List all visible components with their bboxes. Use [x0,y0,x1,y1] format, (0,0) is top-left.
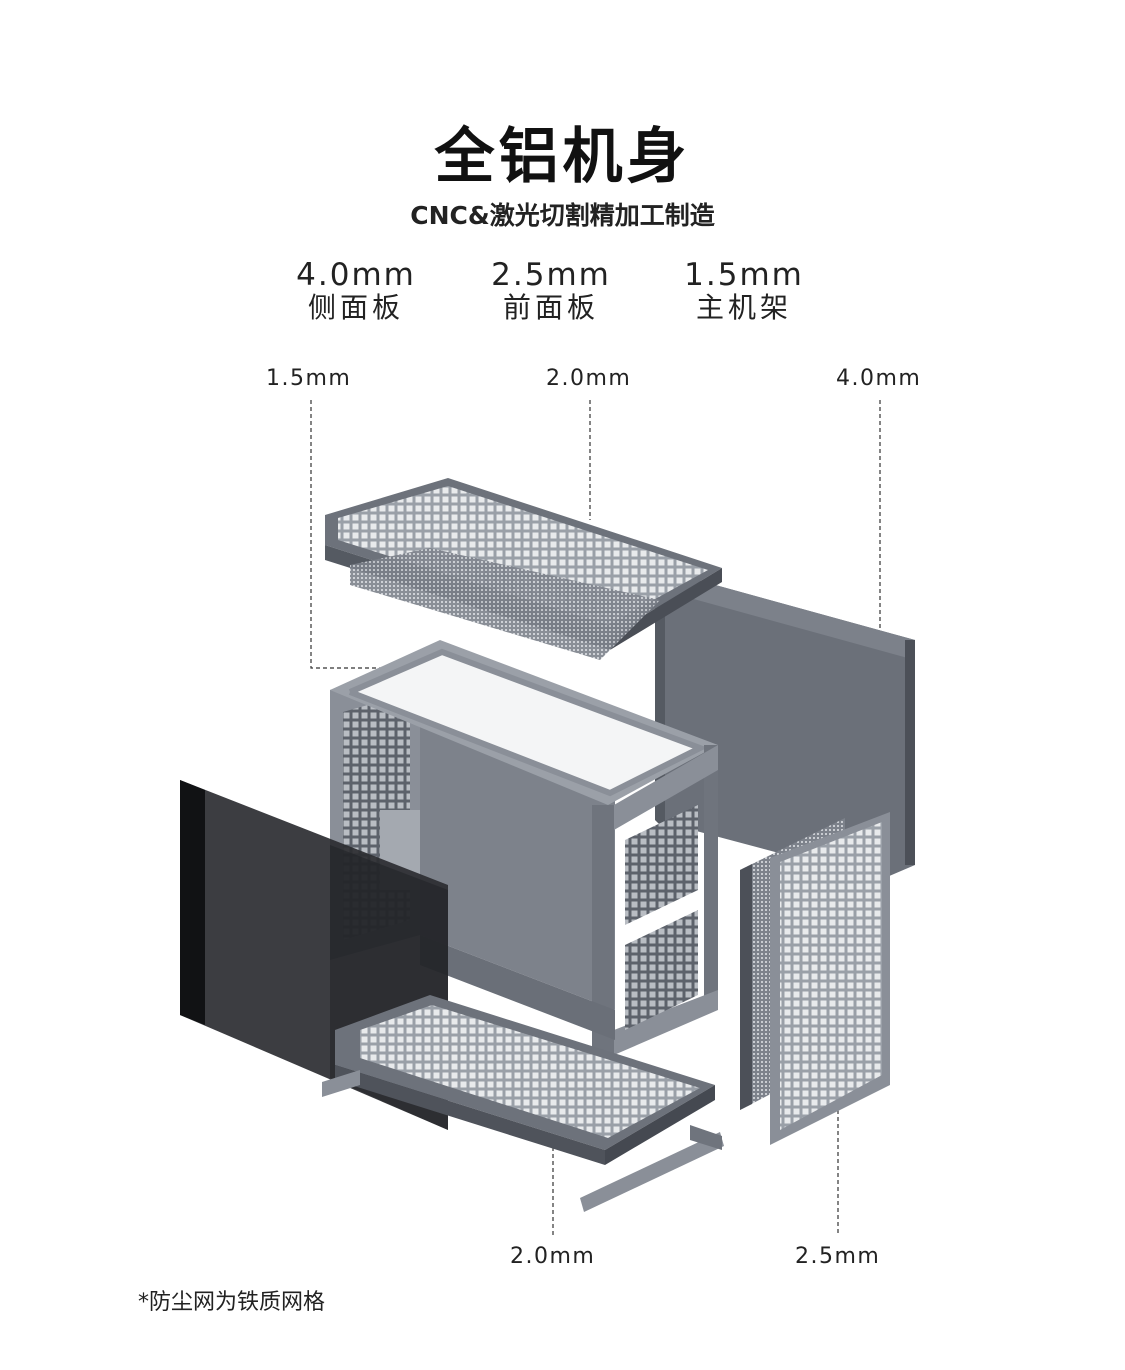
main-frame [330,640,718,1055]
spec-main-frame: 1.5mm 主机架 [664,258,824,324]
spec-label: 前面板 [502,291,599,324]
spec-label: 主机架 [695,291,792,324]
footnote: *防尘网为铁质网格 [138,1290,326,1315]
front-panel [740,812,890,1145]
dim-label-top-left: 1.5mm [266,366,352,391]
page-title: 全铝机身 [434,122,691,192]
spec-value: 1.5mm [684,257,804,293]
dim-label-top-right: 4.0mm [836,366,922,391]
bottom-panel [322,995,724,1212]
dim-label-top-middle: 2.0mm [546,366,632,391]
spec-side-panel: 4.0mm 侧面板 [276,258,436,324]
dim-label-bottom-middle: 2.0mm [510,1244,596,1269]
top-panel [325,478,722,660]
spec-front-panel: 2.5mm 前面板 [471,258,631,324]
dim-label-bottom-right: 2.5mm [795,1244,881,1269]
spec-value: 4.0mm [296,257,416,293]
leader-line-top-left [310,400,380,669]
page-subtitle: CNC&激光切割精加工制造 [410,201,715,230]
spec-label: 侧面板 [307,291,404,324]
spec-value: 2.5mm [491,257,611,293]
